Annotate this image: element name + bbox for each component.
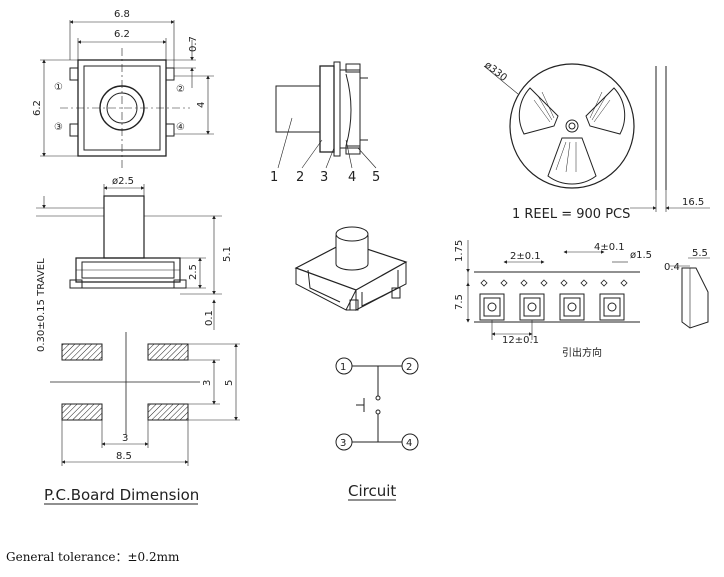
top-pin-1: ① bbox=[54, 82, 63, 93]
top-pin-pitch: 4 bbox=[196, 102, 207, 108]
tape-hole-pitch: 2±0.1 bbox=[510, 251, 541, 262]
circuit-pin-3: 3 bbox=[340, 438, 346, 449]
circuit-pin-1: 1 bbox=[340, 362, 346, 373]
side-view bbox=[275, 61, 377, 169]
reel-diameter: ø330 bbox=[482, 60, 509, 84]
pcb-title: P.C.Board Dimension bbox=[44, 486, 199, 504]
pcb-dim-5-vertical: 5 bbox=[224, 380, 235, 386]
isometric-view bbox=[294, 226, 408, 311]
circuit-diagram bbox=[335, 357, 419, 451]
top-height: 6.2 bbox=[32, 100, 43, 116]
front-view bbox=[36, 184, 222, 330]
sprocket-holes bbox=[480, 279, 628, 287]
tape-t2: 5.5 bbox=[692, 248, 708, 259]
tape-pockets bbox=[479, 293, 625, 321]
top-pin-4: ④ bbox=[176, 122, 185, 133]
circuit-pin-4: 4 bbox=[406, 438, 412, 449]
tape-hole-dia: ø1.5 bbox=[630, 250, 652, 261]
tape-t1: 0.4 bbox=[664, 262, 680, 273]
reel-thickness: 16.5 bbox=[682, 197, 704, 208]
tape-hole-pitch-2: 4±0.1 bbox=[594, 242, 625, 253]
front-stem-dia: ø2.5 bbox=[112, 176, 134, 187]
circuit-pin-2: 2 bbox=[406, 362, 412, 373]
tape-part-pitch: 12±0.1 bbox=[502, 335, 539, 346]
part-label-3: 3 bbox=[320, 170, 328, 185]
general-tolerance: General tolerance：±0.2mm bbox=[6, 550, 180, 564]
part-label-2: 2 bbox=[296, 170, 304, 185]
front-gap: 0.1 bbox=[204, 310, 215, 326]
top-pin-2: ② bbox=[176, 84, 185, 95]
pcb-dim-3-horizontal: 3 bbox=[122, 433, 128, 444]
pcb-footprint bbox=[50, 332, 240, 466]
front-total-height: 5.1 bbox=[222, 246, 233, 262]
reel-quantity: 1 REEL = 900 PCS bbox=[512, 207, 630, 222]
top-offset: 0.7 bbox=[188, 36, 199, 52]
part-label-4: 4 bbox=[348, 170, 356, 185]
top-view bbox=[40, 20, 214, 170]
tape-d2: 7.5 bbox=[454, 294, 465, 310]
tape-d1: 1.75 bbox=[454, 240, 465, 262]
pcb-dim-8-5: 8.5 bbox=[116, 451, 132, 462]
circuit-title: Circuit bbox=[348, 482, 396, 500]
front-travel: 0.30±0.15 TRAVEL bbox=[36, 258, 47, 352]
top-pin-3: ③ bbox=[54, 122, 63, 133]
carrier-tape bbox=[466, 240, 710, 340]
reel bbox=[483, 63, 710, 212]
part-label-5: 5 bbox=[372, 170, 380, 185]
top-width-inner: 6.2 bbox=[114, 29, 130, 40]
top-width-outer: 6.8 bbox=[114, 9, 130, 20]
part-label-1: 1 bbox=[270, 170, 278, 185]
pcb-dim-3-vertical: 3 bbox=[202, 380, 213, 386]
front-body-height: 2.5 bbox=[188, 264, 199, 280]
tape-direction: 引出方向 bbox=[562, 346, 602, 359]
